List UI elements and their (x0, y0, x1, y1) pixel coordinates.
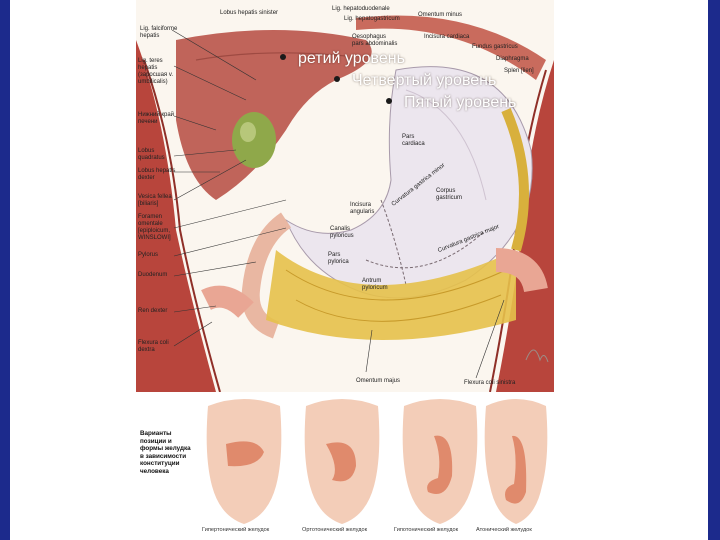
bullet-level-5: Пятый уровень (386, 94, 516, 112)
label-lobus-hepatis-sinister: Lobus hepatis sinister (220, 10, 279, 16)
label-lobus-quadratus: Lobus quadratus (138, 148, 165, 161)
label-incisura-cardiaca: Incisura cardiaca (424, 34, 470, 40)
label-omentum-majus: Omentum majus (356, 378, 401, 384)
abdomen-illustration (136, 15, 554, 392)
stomach-variants-panel: Варианты позиции и формы желудка в завис… (136, 392, 554, 540)
label-omentum-minus: Omentum minus (418, 12, 463, 18)
label-incisura-angularis: Incisura angularis (350, 202, 375, 215)
label-lig-hepatoduodenale: Lig. hepatoduodenale (332, 6, 390, 12)
label-corpus-gastricum: Corpus gastricum (436, 188, 463, 201)
label-oesophagus: Oesophagus pars abdominalis (352, 34, 398, 47)
label-antrum-pyloricum: Antrum pyloricum (362, 278, 388, 291)
bullet-level-3: ретий уровень (280, 50, 405, 68)
label-duodenum: Duodenum (138, 272, 168, 278)
bullet-list: ретий уровень Четвертый уровень Пятый ур… (0, 0, 720, 130)
label-lig-teres: Lig. teres hepatis (заросшая v. umbilica… (138, 58, 174, 85)
bullet-dot-icon (386, 97, 392, 104)
slide-right-border (708, 0, 720, 540)
label-splen: Splen [lien] (504, 68, 534, 74)
label-diaphragma: Diaphragma (496, 56, 529, 62)
label-liver-edge: Нижний край печени (138, 112, 175, 125)
bullet-dot-icon (334, 75, 340, 82)
label-ren-dexter: Ren dexter (138, 308, 168, 314)
slide-left-border (0, 0, 10, 540)
label-fundus-gastricus: Fundus gastricus (472, 44, 518, 50)
label-pylorus: Pylorus (138, 252, 159, 258)
caption-orthotonic: Ортотонический желудок (302, 527, 368, 533)
label-vesica-fellea: Vesica fellea [biliaris] (138, 194, 172, 207)
anatomy-plate: Lig. falciforme hepatis Lig. teres hepat… (136, 0, 554, 392)
variants-caption: Варианты позиции и формы желудка в завис… (140, 430, 191, 475)
label-lig-falciforme: Lig. falciforme hepatis (140, 26, 178, 39)
torso-atonic (484, 399, 548, 524)
label-pars-pylorica: Pars pylorica (328, 252, 349, 265)
label-lobus-hepatis-dexter: Lobus hepatis dexter (138, 168, 176, 181)
bullet-dot-icon (280, 53, 286, 60)
torso-hypertonic (206, 399, 282, 524)
label-lig-hepatogastricum: Lig. hepatogastricum (344, 16, 400, 22)
label-foramen-omentale: Foramen omentale [epiploicum, WINSLOWI] (138, 214, 171, 241)
label-flexura-coli-sinistra: Flexura coli sinistra (464, 380, 516, 386)
torso-orthotonic (304, 399, 380, 524)
torso-hypotonic (402, 399, 478, 524)
caption-hypertonic: Гипертонический желудок (202, 527, 270, 533)
bullet-level-4: Четвертый уровень (334, 72, 496, 90)
label-flexura-coli-dextra: Flexura coli dextra (138, 340, 169, 353)
label-canalis-pyloricus: Canalis pyloricus (330, 226, 354, 239)
caption-hypotonic: Гипотонический желудок (394, 527, 459, 533)
label-pars-cardiaca: Pars cardiaca (402, 134, 425, 147)
caption-atonic: Атонический желудок (476, 527, 532, 533)
